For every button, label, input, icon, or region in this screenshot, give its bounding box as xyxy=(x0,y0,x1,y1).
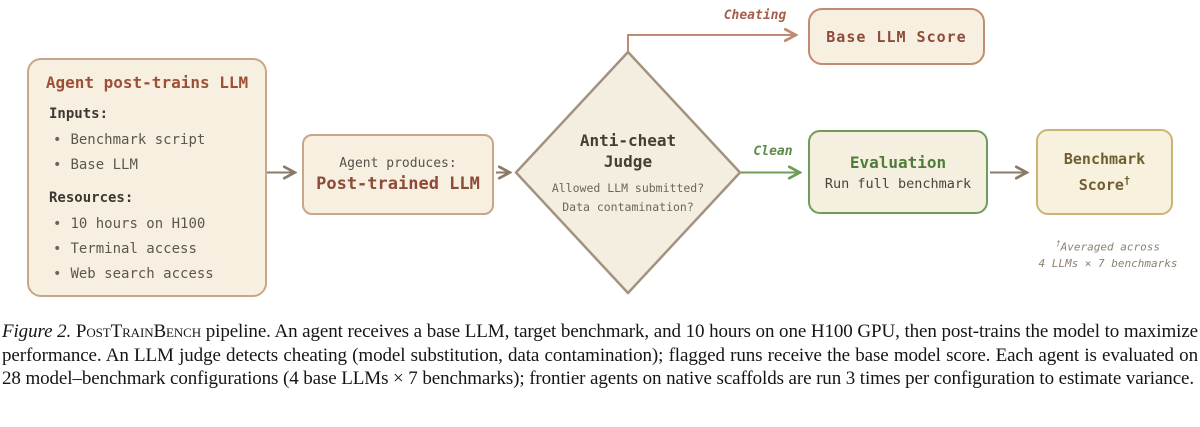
caption-body: pipeline. An agent receives a base LLM, … xyxy=(2,321,1198,389)
bullet-icon: • xyxy=(53,157,62,173)
list-item-label: Benchmark script xyxy=(70,132,206,148)
caption-benchmark-name: PostTrainBench xyxy=(75,321,202,342)
evaluation-box: Evaluation Run full benchmark xyxy=(808,130,988,214)
decision-diamond-shape xyxy=(514,50,742,295)
dagger-icon: † xyxy=(1056,239,1061,248)
anti-cheat-judge-diamond: Anti-cheat Judge Allowed LLM submitted? … xyxy=(516,130,740,217)
agent-inputs-box: Agent post-trains LLM Inputs: • Benchmark… xyxy=(27,58,267,297)
inputs-heading: Inputs: xyxy=(49,106,109,122)
judge-question-1: Allowed LLM submitted? xyxy=(551,181,705,195)
list-item-label: Terminal access xyxy=(70,241,197,257)
benchmark-footnote: †Averaged across 4 LLMs × 7 benchmarks xyxy=(1023,236,1193,272)
base-llm-score-label: Base LLM Score xyxy=(826,27,967,46)
evaluation-title: Evaluation xyxy=(849,152,947,172)
dagger-icon: † xyxy=(1123,175,1131,187)
figure-caption: Figure 2. PostTrainBench pipeline. An ag… xyxy=(2,320,1198,391)
post-trained-llm-label: Post-trained LLM xyxy=(316,173,480,194)
judge-question-2: Data contamination? xyxy=(562,200,694,214)
clean-edge-label: Clean xyxy=(753,144,793,159)
resources-heading: Resources: xyxy=(49,190,134,206)
benchmark-score-box: Benchmark Score† xyxy=(1036,129,1173,215)
agent-produces-box: Agent produces: Post-trained LLM xyxy=(302,134,494,215)
bullet-icon: • xyxy=(53,241,62,257)
judge-title-line2: Judge xyxy=(603,152,653,171)
list-item-label: 10 hours on H100 xyxy=(70,216,206,232)
cheating-edge-label: Cheating xyxy=(723,8,787,23)
judge-title-line1: Anti-cheat xyxy=(579,131,677,150)
cheating-arrow xyxy=(627,35,795,58)
agent-produces-label: Agent produces: xyxy=(339,155,457,171)
caption-figure-label: Figure 2. xyxy=(2,321,76,342)
list-item: • Benchmark script xyxy=(53,128,265,153)
list-item: • Base LLM xyxy=(53,153,265,178)
bullet-icon: • xyxy=(53,132,62,148)
base-llm-score-box: Base LLM Score xyxy=(808,8,985,65)
connector-layer xyxy=(267,0,1200,295)
footnote-line2: 4 LLMs × 7 benchmarks xyxy=(1038,256,1178,270)
agent-inputs-title: Agent post-trains LLM xyxy=(45,73,249,92)
list-item: • 10 hours on H100 xyxy=(53,212,265,237)
bullet-icon: • xyxy=(53,266,62,282)
list-item-label: Base LLM xyxy=(70,157,138,173)
list-item: • Terminal access xyxy=(53,237,265,262)
list-item: • Web search access xyxy=(53,262,265,287)
list-item-label: Web search access xyxy=(70,266,214,282)
benchmark-score-line2: Score† xyxy=(1078,175,1131,194)
bullet-icon: • xyxy=(53,216,62,232)
evaluation-subtitle: Run full benchmark xyxy=(824,175,972,192)
footnote-line1: Averaged across xyxy=(1060,240,1160,254)
benchmark-score-line1: Benchmark xyxy=(1063,150,1146,168)
